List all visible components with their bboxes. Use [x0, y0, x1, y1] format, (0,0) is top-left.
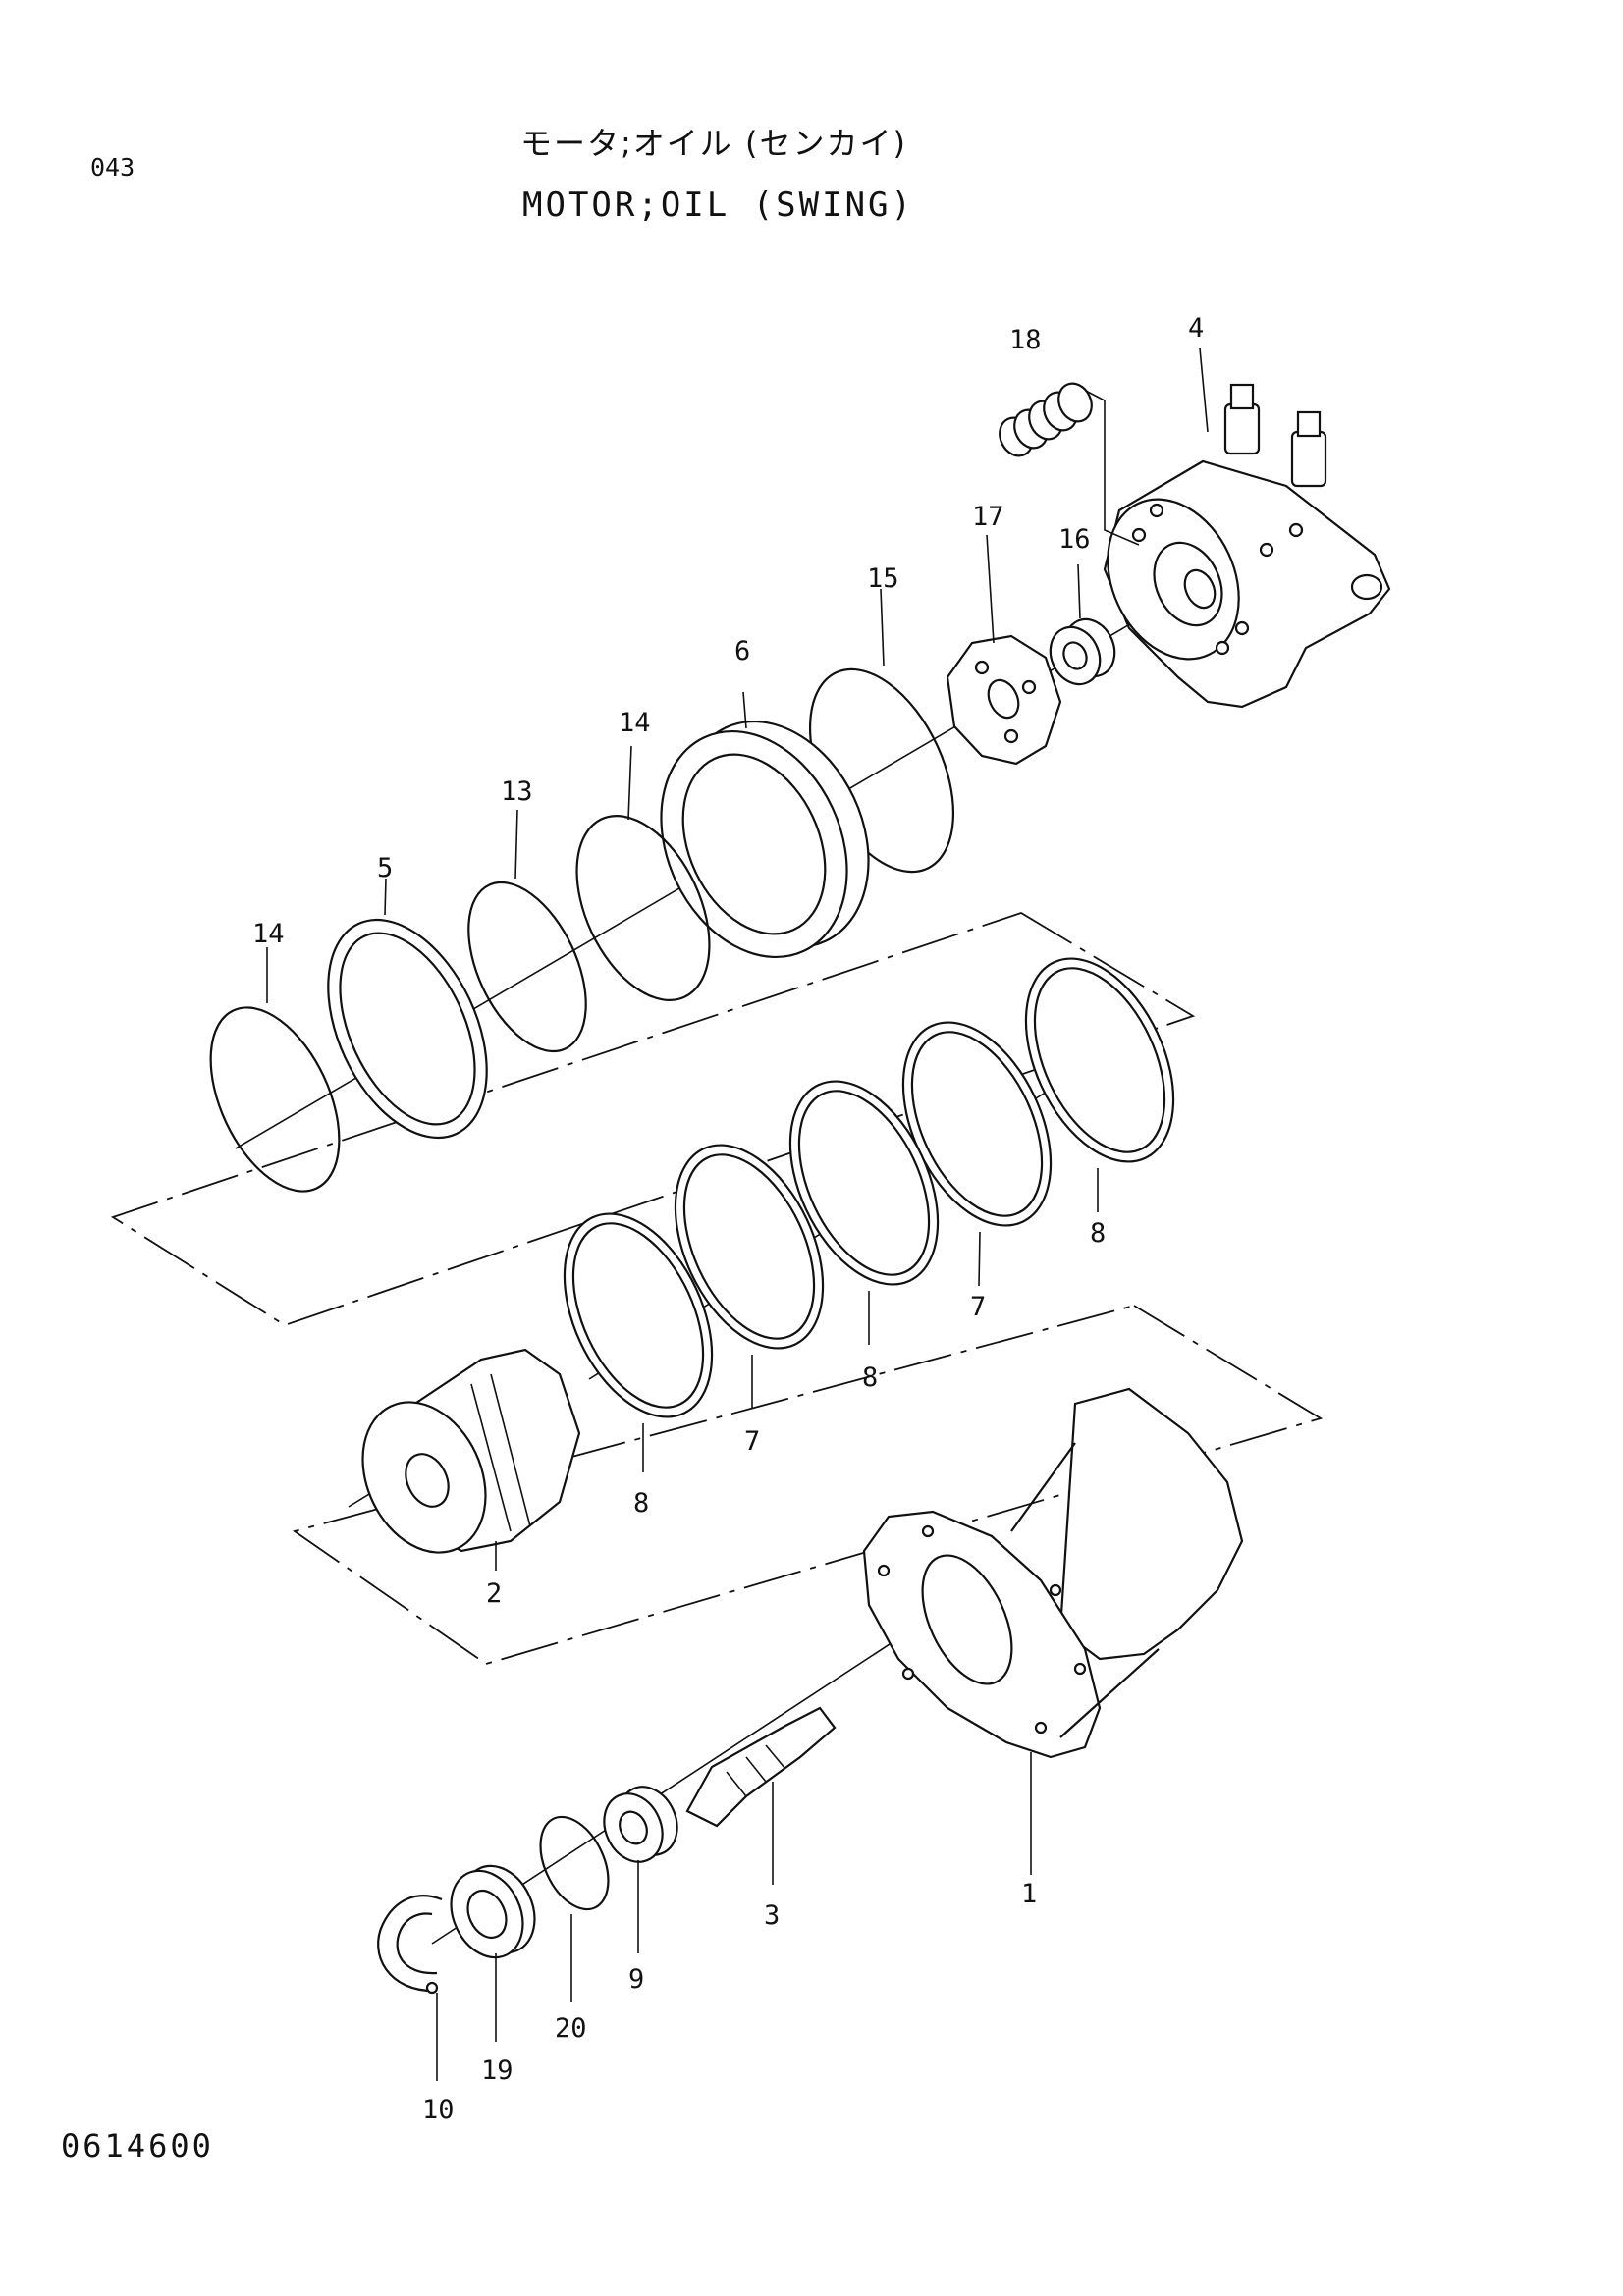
- callout-13: 13: [501, 776, 533, 807]
- callout-8-middle: 8: [862, 1362, 878, 1393]
- callout-8-left: 8: [633, 1488, 649, 1519]
- part-6-piston: [660, 720, 870, 959]
- part-8-plate-middle: [788, 1080, 940, 1286]
- part-14-o-ring-upper: [575, 815, 711, 1001]
- callout-20: 20: [555, 2013, 587, 2044]
- callout-16: 16: [1058, 524, 1091, 555]
- callout-17: 17: [972, 502, 1004, 532]
- frame-upper: [110, 912, 1196, 1326]
- callout-19: 19: [481, 2056, 514, 2086]
- part-14-o-ring-lower: [209, 1006, 341, 1193]
- part-5-ring: [327, 918, 488, 1140]
- callout-6: 6: [734, 636, 750, 667]
- callout-14-upper: 14: [619, 708, 651, 738]
- leader-18: [1079, 387, 1140, 546]
- part-20-o-ring: [539, 1815, 610, 1911]
- callout-2: 2: [486, 1578, 502, 1609]
- callout-1: 1: [1021, 1879, 1037, 1909]
- part-8-plate-right: [1024, 957, 1175, 1163]
- callout-18: 18: [1009, 325, 1042, 355]
- callout-5: 5: [377, 853, 393, 883]
- part-13-ring: [467, 881, 587, 1053]
- callout-8-right: 8: [1090, 1218, 1106, 1249]
- callout-14-lower: 14: [252, 919, 285, 949]
- page-number: 043: [90, 153, 135, 182]
- part-4-valve-housing: [1103, 383, 1391, 709]
- callout-15: 15: [867, 563, 899, 594]
- part-9-bearing: [603, 1786, 678, 1863]
- callout-10: 10: [422, 2095, 455, 2125]
- leader-lines: [266, 347, 1209, 2081]
- part-3-shaft: [685, 1706, 837, 1828]
- callout-3: 3: [764, 1900, 780, 1931]
- callout-4: 4: [1188, 313, 1204, 344]
- part-7-plate-right: [901, 1021, 1053, 1227]
- callout-7-left: 7: [744, 1426, 760, 1457]
- part-10-snap-ring: [377, 1895, 443, 1995]
- drawing-number: 0614600: [61, 2127, 214, 2164]
- callout-9: 9: [628, 1964, 644, 1995]
- part-16-bearing: [1049, 617, 1116, 686]
- frame-lower: [292, 1305, 1324, 1665]
- callout-7-right: 7: [970, 1292, 986, 1322]
- part-7-plate-left: [674, 1144, 825, 1350]
- title-english: MOTOR;OIL (SWING): [522, 186, 914, 225]
- part-1-casing: [862, 1387, 1244, 1759]
- title-japanese: モータ;オイル (センカイ): [520, 125, 907, 162]
- part-17-plate: [946, 634, 1062, 766]
- part-2-cylinder-block: [361, 1348, 581, 1554]
- part-18-spring: [999, 382, 1093, 457]
- part-8-plate-left: [563, 1212, 714, 1418]
- part-19-oil-seal: [450, 1864, 536, 1959]
